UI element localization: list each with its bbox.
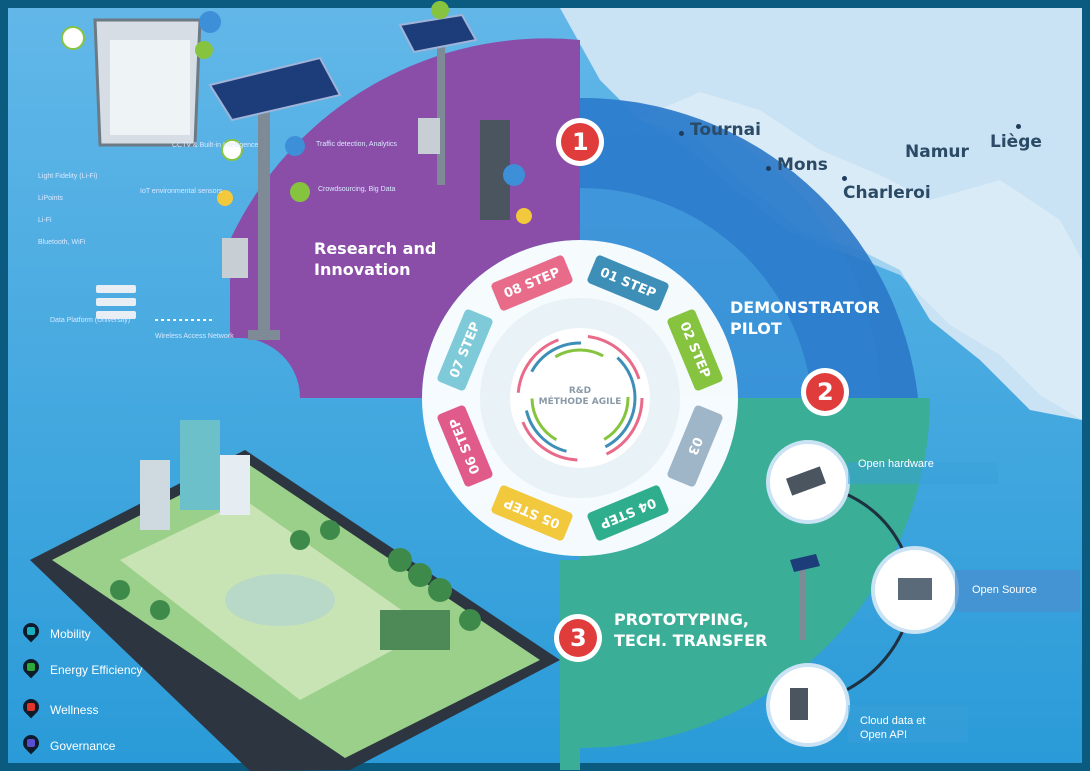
legend-wellness-label: Wellness <box>50 703 99 717</box>
street-lamps <box>248 40 445 340</box>
city-tournai: Tournai <box>690 120 761 140</box>
research-title-line1: Research and <box>314 239 437 258</box>
legend-governance-label: Governance <box>50 739 116 753</box>
badge-3 <box>559 619 597 657</box>
data-platform <box>96 285 136 319</box>
legend-energy-efficiency: Energy Efficiency <box>19 655 143 681</box>
legend-energy-label: Energy Efficiency <box>50 663 143 677</box>
sensor-box-2 <box>222 238 248 278</box>
cycle-center-line2: MÉTHODE AGILE <box>538 397 622 407</box>
research-legend-2: LiPoints <box>38 195 63 202</box>
research-legend-1: Light Fidelity (Li-Fi) <box>38 173 98 180</box>
demonstrator-title: DEMONSTRATOR PILOT <box>730 297 880 339</box>
legend-governance: Governance <box>19 731 116 757</box>
legend-wellness: Wellness <box>19 695 99 721</box>
cycle-center-line1: R&D <box>568 386 592 396</box>
feature-icons <box>61 1 532 224</box>
cloud-data-line2: Open API <box>860 729 908 741</box>
cloud-data-label: Cloud data et Open API <box>860 714 925 742</box>
demonstrator-title-line1: DEMONSTRATOR <box>730 298 880 317</box>
sensor-box <box>418 118 440 154</box>
badge-2 <box>806 373 844 411</box>
data-platform-label: Data Platform (University) <box>50 317 131 324</box>
governance-pin-icon <box>19 731 43 757</box>
feature-cctv: CCTV & Built-in Intelligence <box>172 142 259 149</box>
smart-city-tablet <box>30 420 560 771</box>
feature-crowdsourcing: Crowdsourcing, Big Data <box>318 186 396 193</box>
open-source-label: Open Source <box>972 584 1037 596</box>
energy-pin-icon <box>19 655 43 681</box>
legend-mobility-label: Mobility <box>50 627 91 641</box>
badge-1 <box>561 123 599 161</box>
research-title-line2: Innovation <box>314 260 411 279</box>
bus-shelter <box>93 18 202 147</box>
city-charleroi: Charleroi <box>843 183 931 203</box>
feature-iot: IoT environmental sensors <box>140 188 223 195</box>
research-title: Research and Innovation <box>314 238 436 280</box>
city-liege: Liège <box>990 132 1042 152</box>
research-legend-3: Li-Fi <box>38 217 52 224</box>
cloud-data-line1: Cloud data et <box>860 715 926 727</box>
solar-panels <box>208 13 478 122</box>
wireless-access-label: Wireless Access Network <box>155 333 234 340</box>
prototyping-title-line1: PROTOTYPING, <box>614 610 749 629</box>
badge-3-number: 3 <box>570 624 587 652</box>
cycle-center: R&D MÉTHODE AGILE <box>530 386 630 408</box>
city-mons: Mons <box>777 155 828 175</box>
open-hardware-label: Open hardware <box>858 458 934 470</box>
prototyping-title-line2: TECH. TRANSFER <box>614 631 768 650</box>
mobility-pin-icon <box>19 619 43 645</box>
feature-traffic: Traffic detection, Analytics <box>316 141 397 148</box>
demonstrator-title-line2: PILOT <box>730 319 782 338</box>
legend-mobility: Mobility <box>19 619 91 645</box>
city-namur: Namur <box>905 142 969 162</box>
badge-1-number: 1 <box>572 128 589 156</box>
badge-2-number: 2 <box>817 378 834 406</box>
prototyping-title: PROTOTYPING, TECH. TRANSFER <box>614 609 767 651</box>
research-legend-4: Bluetooth, WiFi <box>38 239 86 246</box>
wellness-pin-icon <box>19 695 43 721</box>
